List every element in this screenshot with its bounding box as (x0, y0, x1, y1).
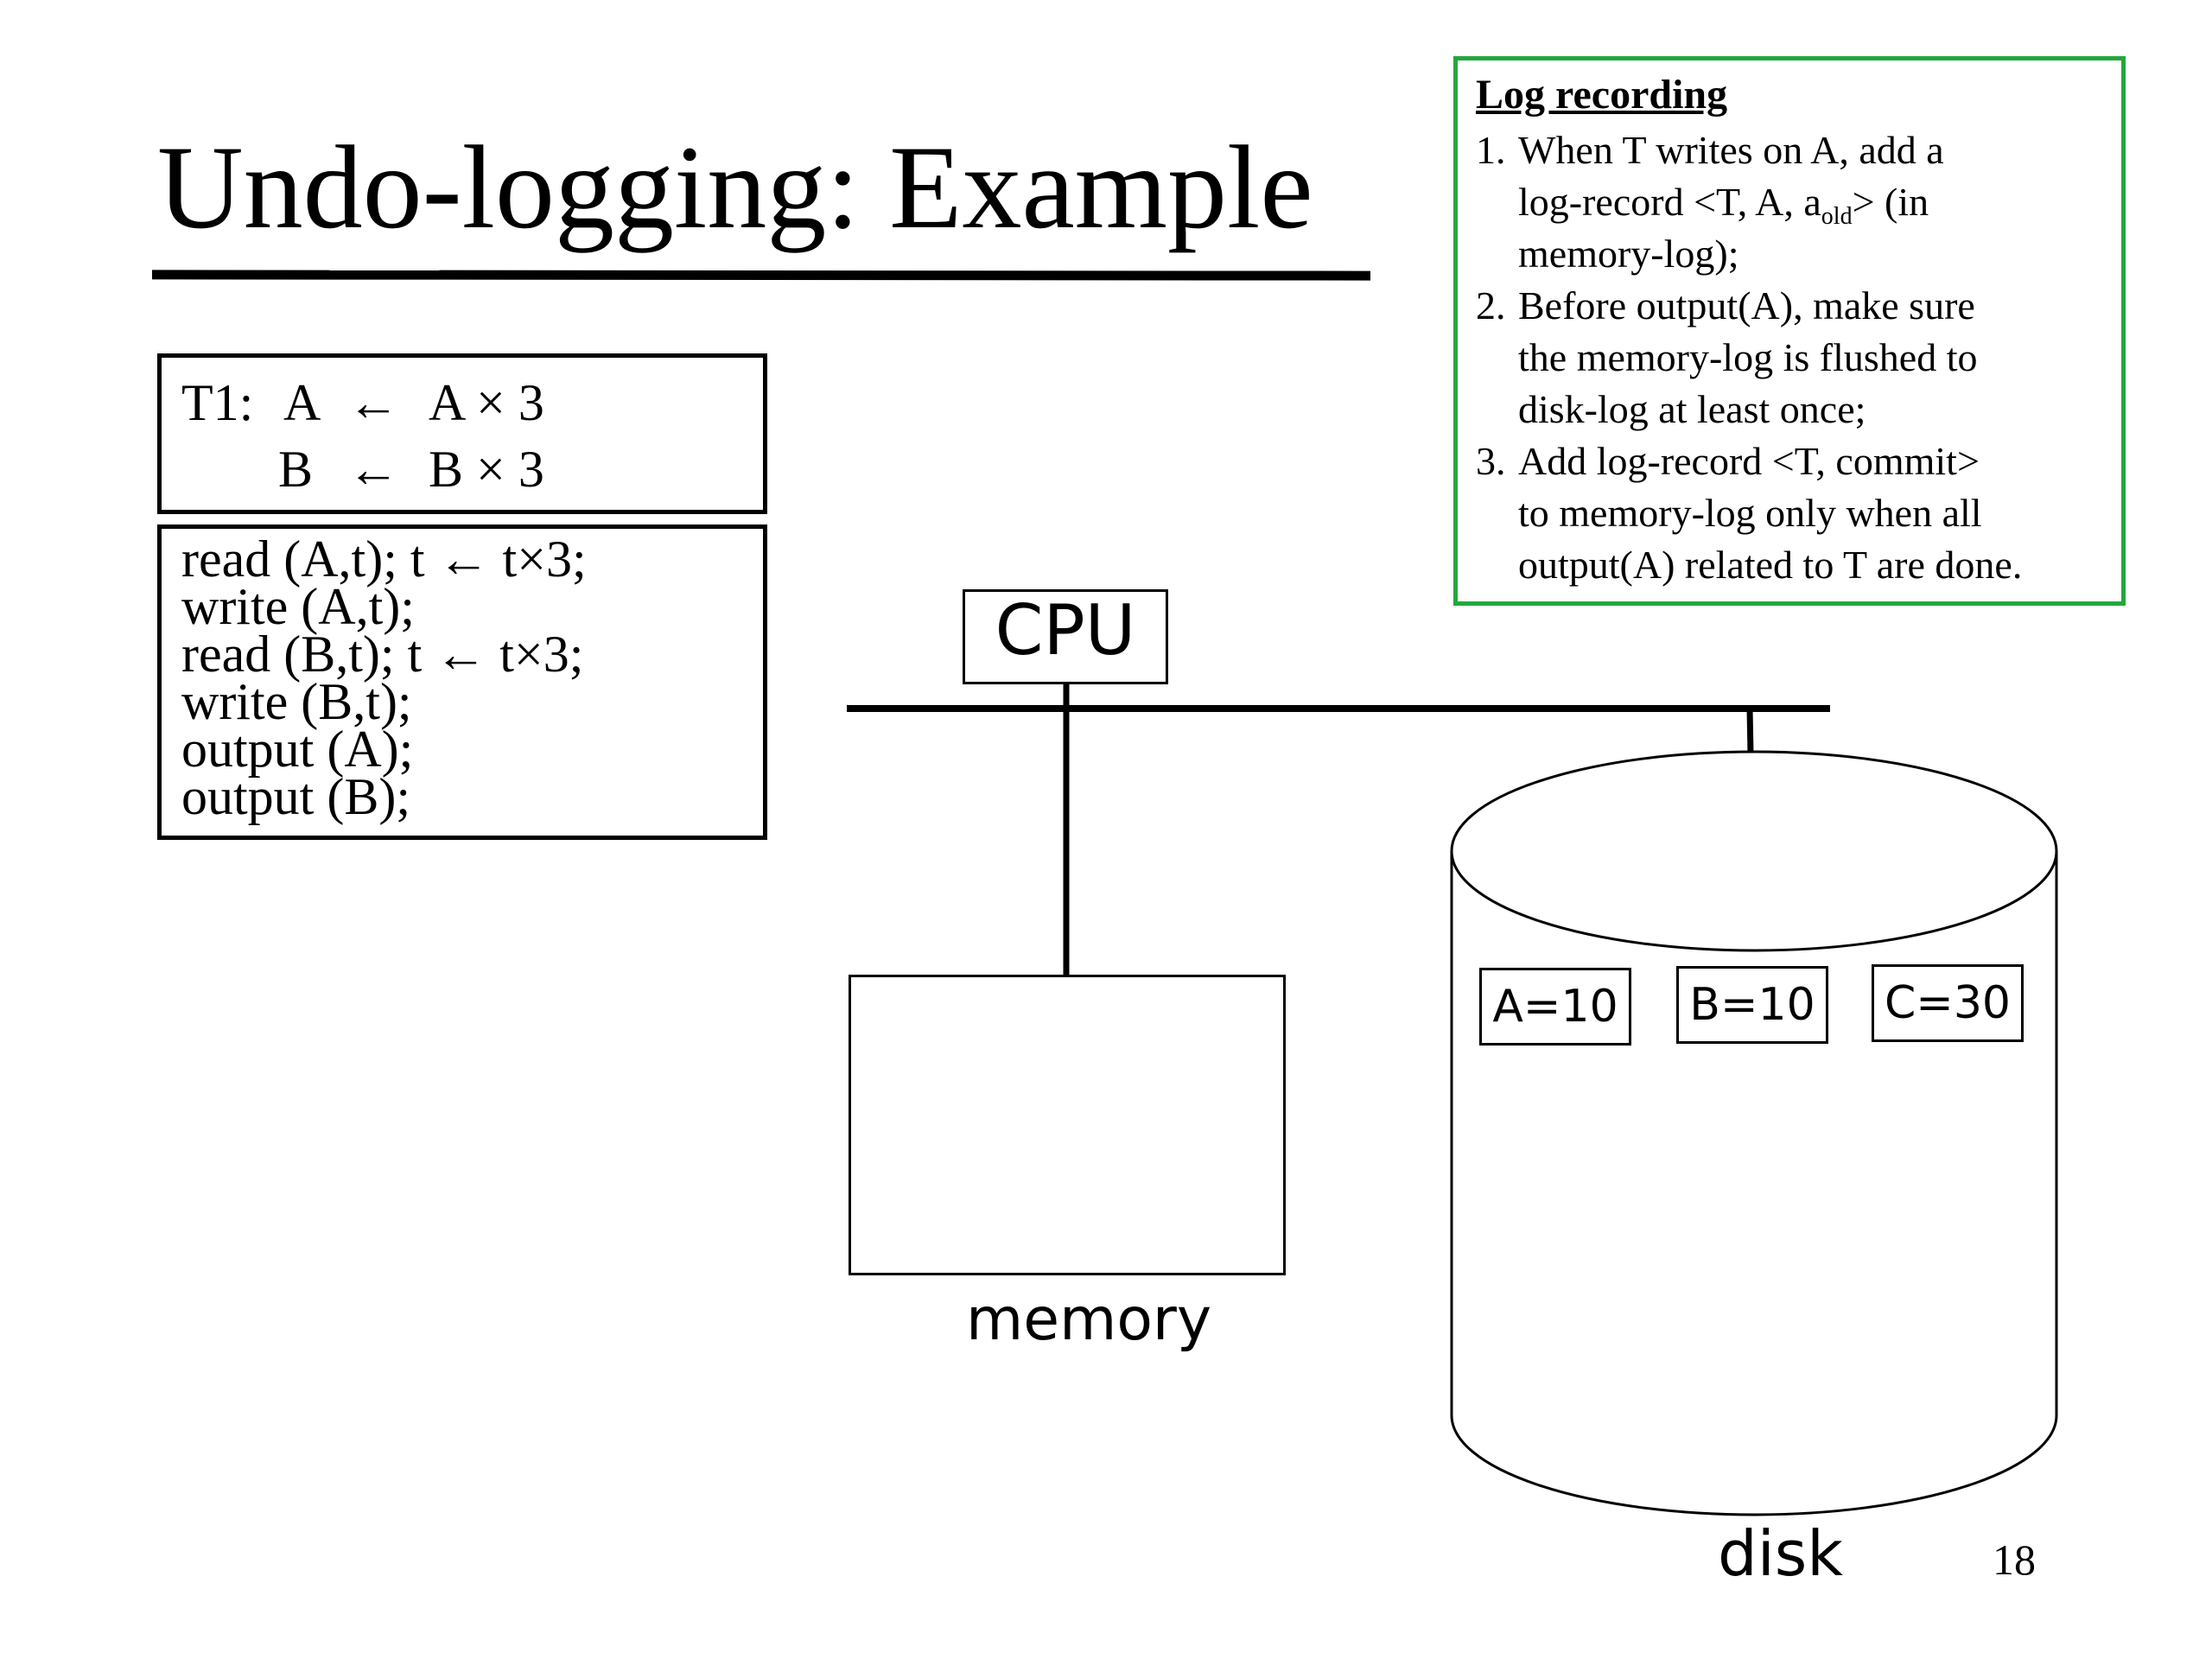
operation-line: read (A,t); t ← t×3; (181, 531, 587, 588)
rule-1-line-3: memory-log); (1518, 232, 1739, 276)
cpu-label: CPU (995, 590, 1136, 671)
rule-1-number: 1. (1476, 128, 1506, 172)
operation-line: output (B); (181, 768, 410, 825)
transaction-var-b: B (278, 441, 314, 498)
rule-2-line-2: the memory-log is flushed to (1518, 335, 1978, 379)
disk-label: disk (1718, 1517, 1843, 1590)
transaction-expr-b: B × 3 (429, 441, 544, 498)
transaction-var-a: A (283, 374, 321, 431)
log-recording-heading: Log recording (1476, 72, 1728, 118)
disk-cell-a: A=10 (1479, 968, 1631, 1046)
operation-line: output (A); (181, 721, 414, 778)
memory-box (849, 975, 1286, 1275)
assign-arrow-icon: ← (347, 374, 399, 431)
rule-2-number: 2. (1476, 283, 1506, 327)
rule-2-line-1: Before output(A), make sure (1518, 283, 1975, 327)
cpu-box (963, 589, 1168, 684)
operation-line: write (B,t); (181, 673, 412, 730)
rule-2-line-3: disk-log at least once; (1518, 387, 1866, 431)
transaction-expr-a: A × 3 (429, 374, 544, 431)
operation-line: write (A,t); (181, 578, 415, 635)
transaction-box (157, 353, 767, 514)
rule-1-line-2-text: log-record <T, A, a (1518, 180, 1821, 224)
slide-title: Undo-logging: Example (157, 121, 1313, 253)
rule-1-line-2-tail: > (in (1852, 180, 1929, 224)
memory-label: memory (966, 1286, 1212, 1354)
disk-cell-b: B=10 (1676, 966, 1828, 1044)
rule-1-line-1: When T writes on A, add a (1518, 128, 1944, 172)
transaction-name: T1: (181, 374, 254, 431)
rule-3-line-2: to memory-log only when all (1518, 491, 1982, 535)
rule-3-line-3: output(A) related to T are done. (1518, 543, 2023, 587)
operation-line: read (B,t); t ← t×3; (181, 626, 584, 683)
page-number: 18 (1993, 1535, 2036, 1584)
disk-cylinder (1450, 750, 2058, 1516)
assign-arrow-icon: ← (347, 441, 399, 498)
log-recording-box (1453, 56, 2126, 606)
rule-3-line-1: Add log-record <T, commit> (1518, 439, 1980, 483)
rule-1-line-2: log-record <T, A, aold> (in (1518, 176, 1929, 230)
operations-box (157, 524, 767, 840)
old-subscript: old (1821, 203, 1853, 230)
rule-3-number: 3. (1476, 439, 1506, 483)
disk-cell-c: C=30 (1872, 964, 2024, 1042)
